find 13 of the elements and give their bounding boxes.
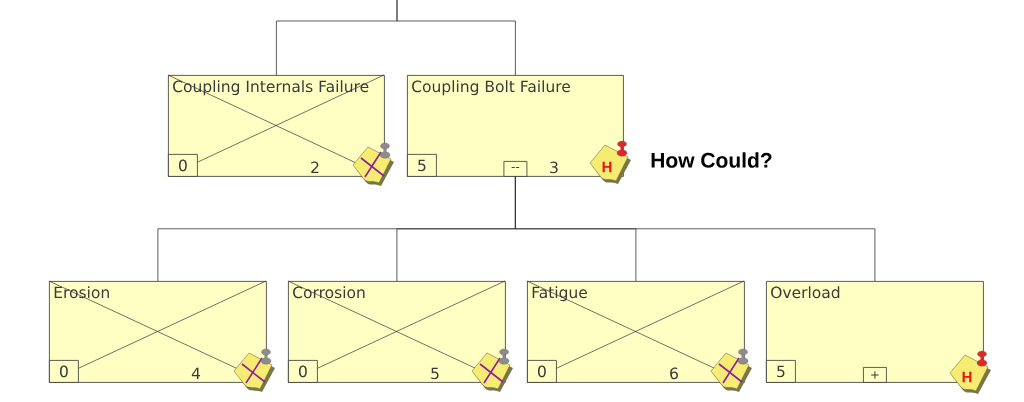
icon-letter: H (962, 371, 972, 383)
expand-button: + (863, 367, 887, 383)
count-box: 0 (49, 360, 79, 383)
icon-letter: H (602, 161, 612, 173)
expand-button: -- (503, 161, 528, 177)
count-box: 5 (407, 154, 437, 177)
count-box: 5 (766, 360, 796, 383)
connector-line (515, 176, 876, 282)
side-note: How Could? (651, 152, 772, 168)
connector-line (396, 0, 516, 76)
count-box: 0 (288, 360, 318, 383)
count-box: 0 (168, 154, 198, 177)
count-box: 0 (527, 360, 557, 383)
